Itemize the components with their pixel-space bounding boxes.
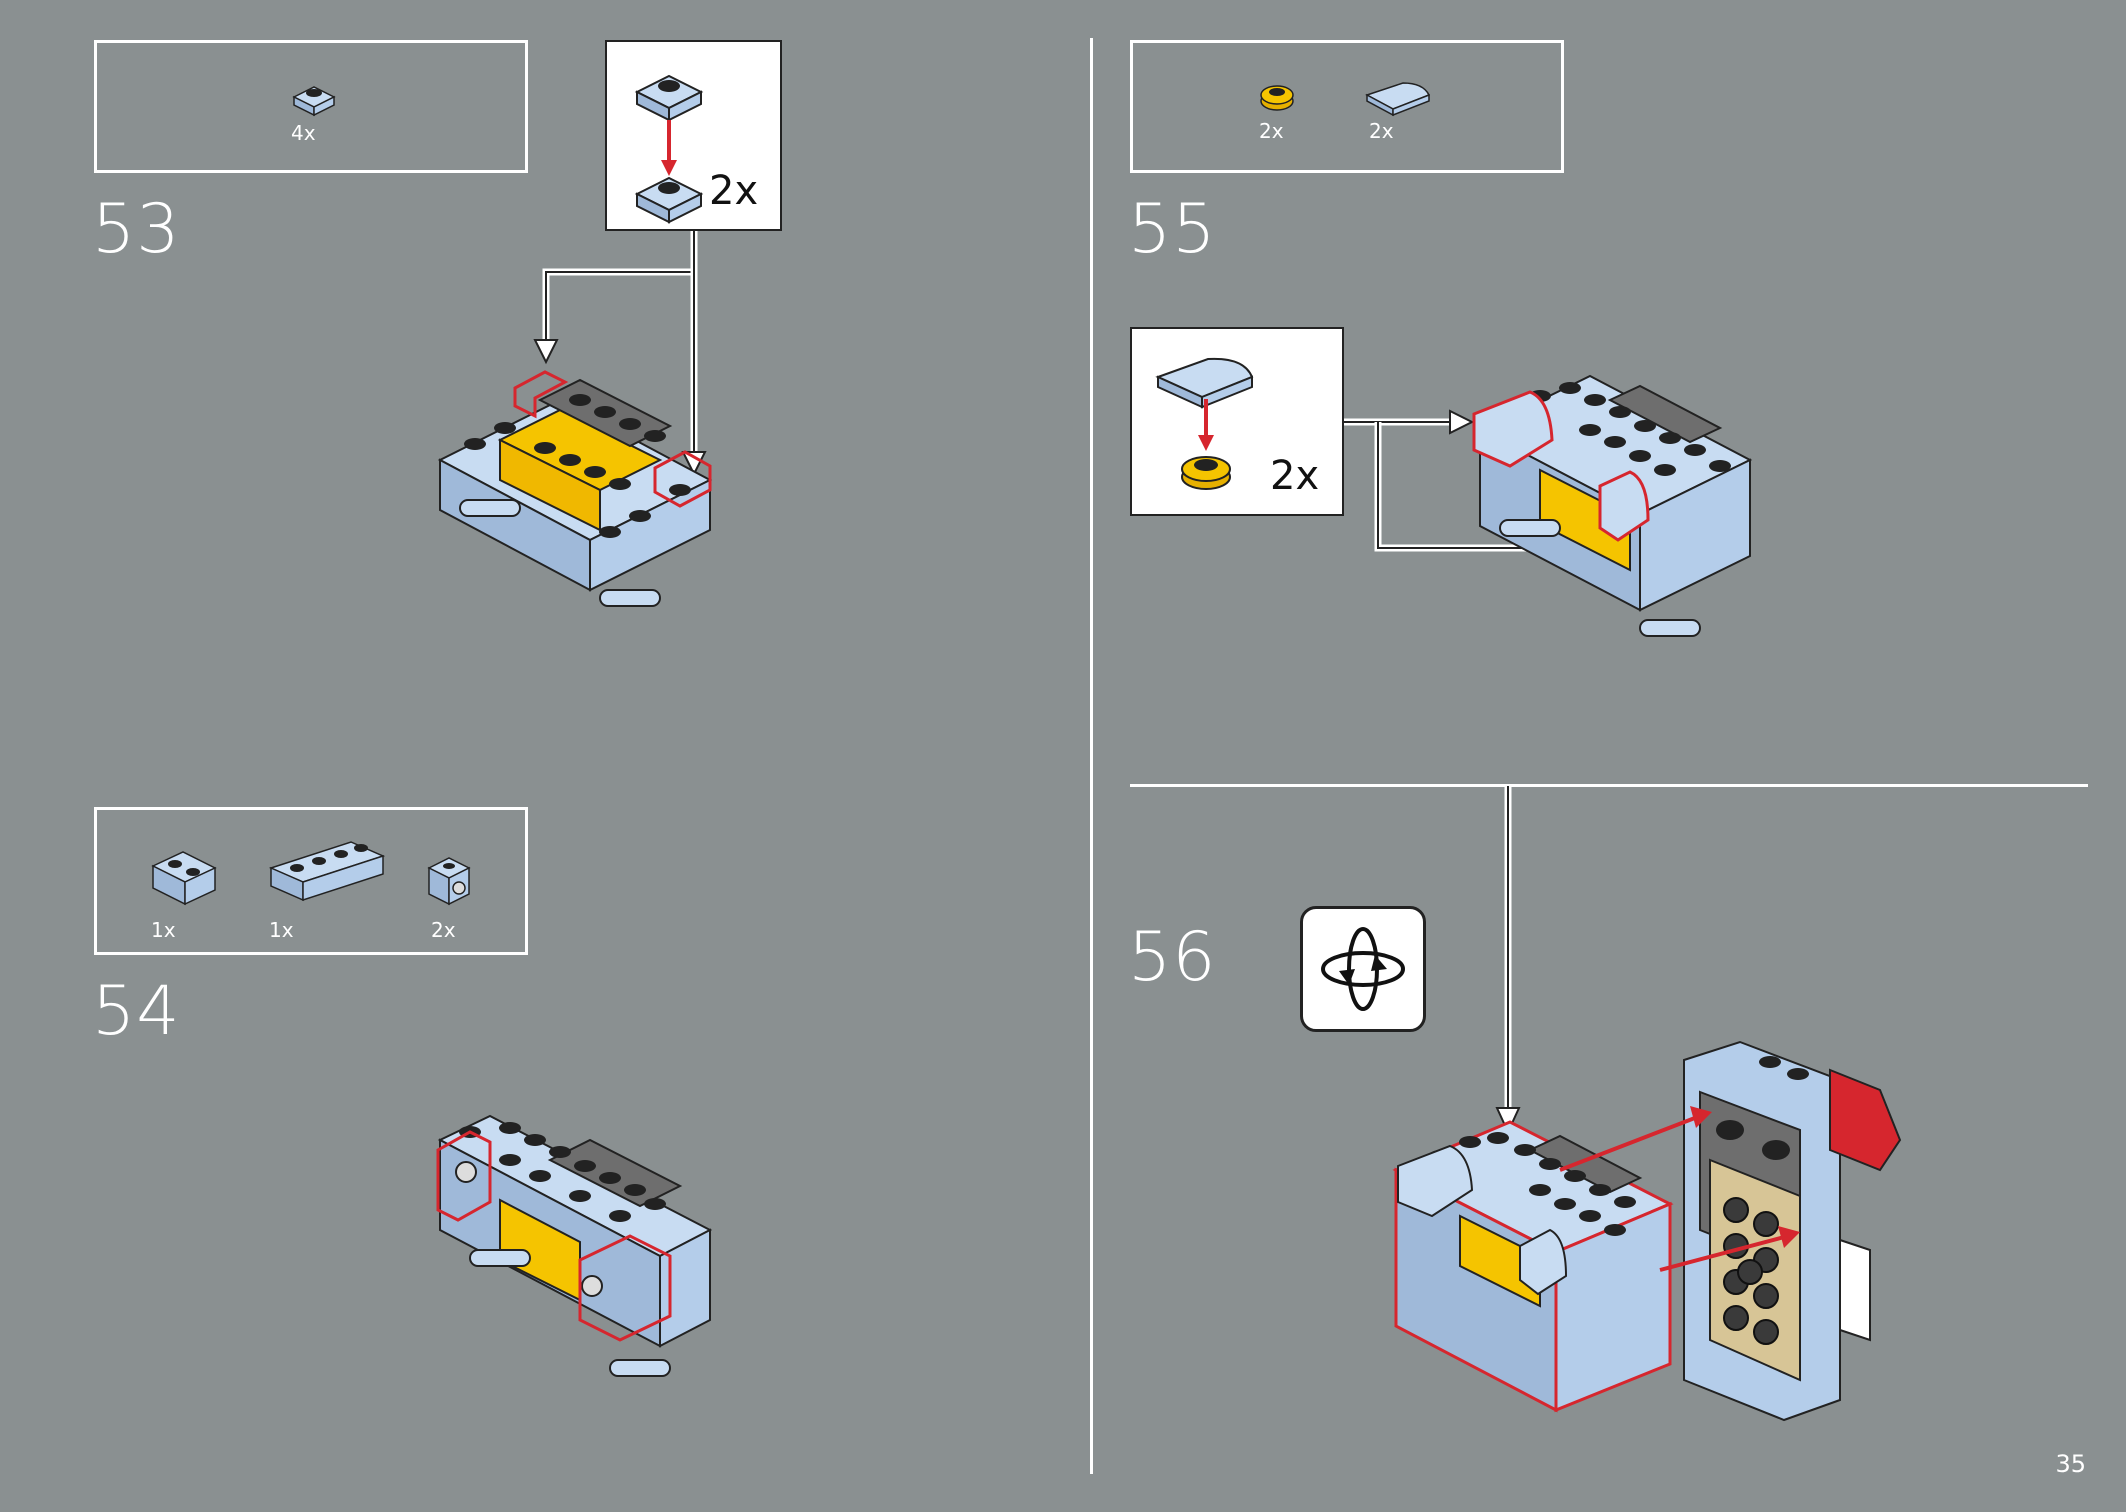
model-step-56-rear-panel [1683,1040,1902,1422]
callout-qty: 2x [709,168,759,214]
parts-list-step-54: 1x 1x 2x [94,807,528,955]
step-number-54: 54 [92,972,181,1051]
red-arrow-icon [1198,399,1214,451]
part-qty: 2x [1369,119,1394,143]
sub-assembly-callout-55: 2x [1130,327,1344,516]
brick-1x2-light-blue-icon [151,851,217,906]
model-step-54 [436,1114,713,1377]
rotate-model-icon [1321,927,1405,1011]
step-number-53: 53 [92,190,181,269]
callout-qty: 2x [1270,453,1320,499]
model-step-56-front-assembly [1392,1120,1674,1413]
rotate-model-indicator [1300,906,1426,1032]
parts-list-step-53: 4x [94,40,528,173]
model-step-53 [437,370,713,607]
part-qty: 2x [431,918,456,942]
plate-1x1-bottom-icon [634,176,704,224]
model-step-55 [1472,374,1753,637]
red-arrow-icon [661,120,677,176]
parts-list-step-55: 2x 2x [1130,40,1564,173]
plate-1x1-light-blue-icon [292,86,336,117]
brick-1x1-with-stud-light-blue-icon [427,857,471,906]
round-plate-1x1-yellow-icon [1260,85,1294,111]
curved-slope-light-blue-icon [1365,82,1431,117]
page-number: 35 [2055,1450,2086,1478]
round-plate-icon [1181,456,1231,490]
page-divider-vertical [1090,38,1093,1474]
plate-1x1-top-icon [634,74,704,122]
step-number-56: 56 [1128,918,1217,997]
curved-slope-icon [1155,357,1254,409]
step-divider-horizontal [1130,784,2088,787]
brick-1x4-light-blue-icon [268,841,386,902]
part-qty: 1x [151,918,176,942]
sub-assembly-callout-53: 2x [605,40,782,231]
part-qty: 4x [291,121,316,145]
step-number-55: 55 [1128,190,1217,269]
part-qty: 2x [1259,119,1284,143]
part-qty: 1x [269,918,294,942]
